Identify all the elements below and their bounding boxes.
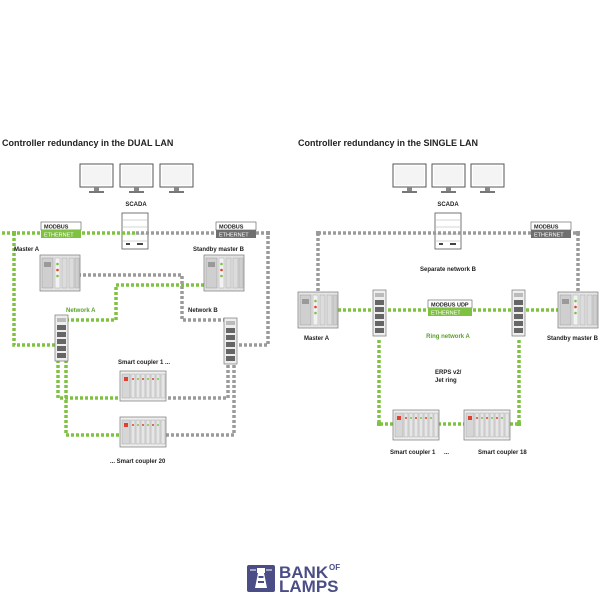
left-master-plc-icon bbox=[39, 254, 81, 292]
right-scada-server-icon bbox=[434, 212, 462, 250]
right-tag-mid-bottom: ETHERNET bbox=[431, 311, 461, 317]
right-standby-plc-icon bbox=[557, 291, 599, 329]
right-switch-b-icon bbox=[511, 289, 526, 337]
right-coupler-first-label: Smart coupler 1 bbox=[390, 450, 436, 456]
right-junction bbox=[316, 231, 320, 235]
right-scada-label: SCADA bbox=[437, 202, 459, 208]
right-master-plc-icon bbox=[297, 291, 339, 329]
right-junction bbox=[377, 422, 381, 426]
right-coupler-last-icon bbox=[463, 409, 511, 441]
left-modbus-tag-a: MODBUS ETHERNET bbox=[40, 221, 82, 239]
right-erps-line2: Jet ring bbox=[435, 378, 457, 384]
right-junction bbox=[517, 422, 521, 426]
monitor-icon bbox=[431, 163, 466, 194]
left-switch-b-icon bbox=[223, 317, 238, 365]
right-tag-top-top: MODBUS bbox=[534, 225, 559, 231]
right-coupler-first-icon bbox=[392, 409, 440, 441]
left-coupler-first-label: Smart coupler 1 ... bbox=[118, 360, 170, 366]
monitor-icon bbox=[470, 163, 505, 194]
right-modbus-udp-tag: MODBUS UDP ETHERNET bbox=[427, 299, 473, 317]
right-tag-top-bottom: ETHERNET bbox=[534, 233, 564, 239]
left-switch-a-icon bbox=[54, 314, 69, 362]
right-ellipsis: ... bbox=[444, 450, 449, 456]
right-scada-workstations bbox=[392, 163, 505, 194]
left-junction bbox=[266, 231, 270, 235]
left-scada-label: SCADA bbox=[125, 202, 147, 208]
left-standby-label: Standby master B bbox=[193, 247, 245, 253]
left-tag-a-top: MODBUS bbox=[44, 225, 69, 231]
dual-lan-diagram: Controller redundancy in the DUAL LAN SC… bbox=[2, 138, 270, 465]
right-tag-mid-top: MODBUS UDP bbox=[431, 303, 469, 309]
right-master-label: Master A bbox=[304, 336, 330, 342]
bank-of-lamps-logo: BANK OF LAMPS bbox=[247, 563, 340, 596]
left-junction bbox=[12, 231, 16, 235]
right-switch-a-icon bbox=[372, 289, 387, 337]
left-standby-plc-icon bbox=[203, 254, 245, 292]
left-coupler-first-icon bbox=[119, 370, 167, 402]
left-tag-b-top: MODBUS bbox=[219, 225, 244, 231]
right-ring-network-cables bbox=[338, 308, 560, 426]
monitor-icon bbox=[79, 163, 114, 194]
lighthouse-icon bbox=[247, 565, 275, 592]
monitor-icon bbox=[119, 163, 154, 194]
left-scada-workstations bbox=[79, 163, 194, 194]
logo-word-of: OF bbox=[329, 563, 340, 572]
monitor-icon bbox=[392, 163, 427, 194]
left-master-label: Master A bbox=[14, 247, 40, 253]
right-coupler-last-label: Smart coupler 18 bbox=[478, 450, 527, 456]
right-separate-network-label: Separate network B bbox=[420, 267, 477, 273]
left-scada-server-icon bbox=[121, 212, 149, 250]
right-title: Controller redundancy in the SINGLE LAN bbox=[298, 138, 478, 148]
left-tag-b-bottom: ETHERNET bbox=[219, 233, 249, 239]
logo-word-lamps: LAMPS bbox=[279, 577, 339, 596]
left-modbus-tag-b: MODBUS ETHERNET bbox=[215, 221, 257, 239]
right-ring-network-label: Ring network A bbox=[426, 334, 470, 340]
right-standby-label: Standby master B bbox=[547, 336, 599, 342]
left-coupler-last-icon bbox=[119, 416, 167, 448]
monitor-icon bbox=[159, 163, 194, 194]
right-junction bbox=[576, 231, 580, 235]
logo-word-bank: BANK bbox=[279, 563, 329, 582]
right-modbus-tag-top: MODBUS ETHERNET bbox=[530, 221, 572, 239]
right-erps-line1: ERPS v2/ bbox=[435, 370, 462, 376]
single-lan-diagram: Controller redundancy in the SINGLE LAN … bbox=[297, 138, 599, 456]
left-tag-a-bottom: ETHERNET bbox=[44, 233, 74, 239]
left-network-b-label: Network B bbox=[188, 308, 218, 314]
left-network-a-cables bbox=[2, 231, 214, 437]
left-title: Controller redundancy in the DUAL LAN bbox=[2, 138, 173, 148]
left-network-a-label: Network A bbox=[66, 308, 96, 314]
left-coupler-last-label: ... Smart coupler 20 bbox=[110, 459, 166, 465]
